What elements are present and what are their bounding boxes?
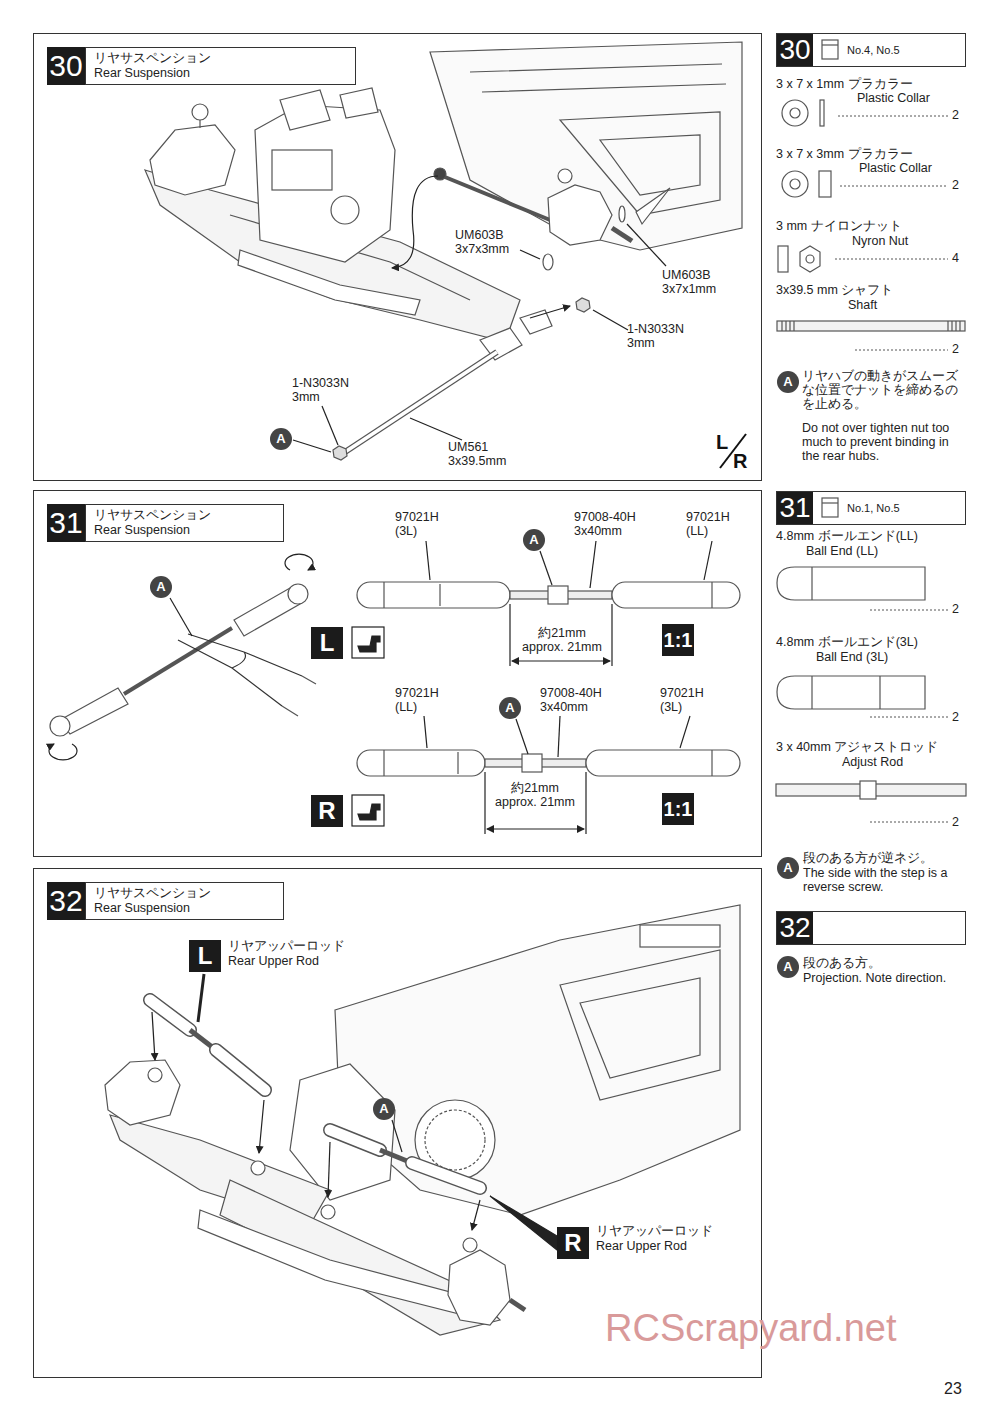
part-label: UM561 3x39.5mm bbox=[448, 440, 520, 468]
callout-letter: A bbox=[523, 529, 545, 551]
part-label: Rear Upper Rod bbox=[228, 954, 319, 968]
step31-drawing bbox=[49, 541, 740, 834]
step-title-text: リヤサスペンション Rear Suspension bbox=[94, 886, 224, 916]
callout-letter: A bbox=[150, 576, 172, 598]
part-label: Nyron Nut bbox=[852, 234, 908, 248]
part-label: 3 mm ナイロンナット bbox=[776, 219, 902, 233]
part-label: 段のある方。 bbox=[803, 956, 881, 970]
part-label: Projection. Note direction. bbox=[803, 971, 946, 985]
part-label: 97021H (LL) bbox=[686, 510, 746, 538]
bag-numbers: No.4, No.5 bbox=[847, 43, 900, 57]
part-label: リヤハブの動きがスムーズな位置でナットを締めるのを止める。 bbox=[802, 369, 964, 411]
bag-numbers: No.1, No.5 bbox=[847, 501, 900, 515]
dimension-label: approx. 21mm bbox=[492, 795, 578, 809]
parts30-icons bbox=[777, 40, 965, 331]
callout-letter: A bbox=[777, 956, 799, 978]
dimension-label: 約21mm bbox=[498, 781, 572, 795]
part-label: UM603B 3x7x3mm bbox=[455, 228, 527, 256]
step32-drawing bbox=[105, 905, 740, 1335]
step-title: リヤサスペンション Rear Suspension bbox=[85, 882, 284, 920]
dimension-label: 約21mm bbox=[525, 626, 599, 640]
part-label: Ball End (LL) bbox=[806, 544, 878, 558]
callout-letter: A bbox=[499, 697, 521, 719]
part-label: 3x39.5 mm シャフト bbox=[776, 283, 893, 297]
page-number: 23 bbox=[944, 1380, 962, 1398]
step-title: リヤサスペンション Rear Suspension bbox=[85, 47, 356, 85]
part-label: 1-N3033N 3mm bbox=[292, 376, 362, 404]
step-number: 31 bbox=[777, 492, 813, 524]
part-label: 段のある方が逆ネジ。 bbox=[803, 851, 933, 865]
step-number: 32 bbox=[47, 882, 85, 920]
part-label: 4.8mm ボールエンド(3L) bbox=[776, 635, 918, 649]
side-badge: L bbox=[189, 940, 221, 972]
step-number: 32 bbox=[777, 912, 813, 944]
part-label: Ball End (3L) bbox=[816, 650, 888, 664]
part-label: 4.8mm ボールエンド(LL) bbox=[776, 529, 918, 543]
part-label: Rear Upper Rod bbox=[596, 1239, 687, 1253]
side-badge: 1:1 bbox=[662, 793, 694, 825]
part-label: 97021H (3L) bbox=[660, 686, 722, 714]
part-label: 3 x 7 x 3mm プラカラー bbox=[776, 147, 913, 161]
part-label: 97021H (3L) bbox=[395, 510, 457, 538]
part-label: The side with the step is a reverse scre… bbox=[803, 866, 963, 894]
step-panel: 31 リヤサスペンション Rear Suspension bbox=[33, 490, 762, 857]
callout-letter: A bbox=[270, 428, 292, 450]
part-label: 2 bbox=[952, 602, 959, 616]
dimension-label: approx. 21mm bbox=[519, 640, 605, 654]
parts-header: 32 bbox=[776, 911, 966, 945]
part-label: 2 bbox=[952, 710, 959, 724]
watermark: RCScrapyard.net bbox=[605, 1306, 896, 1350]
callout-letter: A bbox=[373, 1098, 395, 1120]
part-label: 2 bbox=[952, 108, 959, 122]
part-label: Plastic Collar bbox=[859, 161, 932, 175]
step-title-text: リヤサスペンション Rear Suspension bbox=[94, 51, 224, 81]
part-label: Adjust Rod bbox=[842, 755, 903, 769]
step-title: リヤサスペンション Rear Suspension bbox=[85, 504, 284, 542]
step-panel: 30 リヤサスペンション Rear Suspension bbox=[33, 33, 762, 481]
step-number: 30 bbox=[777, 34, 813, 66]
part-label: UM603B 3x7x1mm bbox=[662, 268, 734, 296]
side-badge: L bbox=[311, 627, 343, 659]
side-badge: R bbox=[311, 795, 343, 827]
step30-drawing bbox=[145, 42, 746, 468]
part-label: 97008-40H 3x40mm bbox=[540, 686, 620, 714]
part-label: Do not over tighten nut too much to prev… bbox=[802, 421, 964, 463]
part-label: 2 bbox=[952, 342, 959, 356]
part-label: 1-N3033N 3mm bbox=[627, 322, 697, 350]
side-letter: R bbox=[733, 451, 747, 471]
parts-header: 31 No.1, No.5 bbox=[776, 491, 966, 525]
step-number: 30 bbox=[47, 47, 85, 85]
part-label: リヤアッパーロッド bbox=[596, 1224, 713, 1238]
part-label: 3 x 7 x 1mm プラカラー bbox=[776, 77, 913, 91]
part-label: 4 bbox=[952, 251, 959, 265]
part-label: 97008-40H 3x40mm bbox=[574, 510, 654, 538]
part-label: 2 bbox=[952, 178, 959, 192]
parts-header: 30 No.4, No.5 bbox=[776, 33, 966, 67]
part-label: リヤアッパーロッド bbox=[228, 939, 345, 953]
part-label: 2 bbox=[952, 815, 959, 829]
step-panel: 32 リヤサスペンション Rear Suspension bbox=[33, 868, 762, 1378]
part-label: Plastic Collar bbox=[857, 91, 930, 105]
step-number: 31 bbox=[47, 504, 85, 542]
side-letter: L bbox=[716, 432, 728, 452]
part-label: 97021H (LL) bbox=[395, 686, 457, 714]
part-label: 3 x 40mm アジャストロッド bbox=[776, 740, 938, 754]
side-badge: 1:1 bbox=[662, 624, 694, 656]
callout-letter: A bbox=[777, 371, 799, 393]
part-label: Shaft bbox=[848, 298, 877, 312]
parts31-icons bbox=[776, 498, 966, 799]
side-badge: R bbox=[557, 1227, 589, 1259]
step-title-text: リヤサスペンション Rear Suspension bbox=[94, 508, 224, 538]
callout-letter: A bbox=[777, 857, 799, 879]
